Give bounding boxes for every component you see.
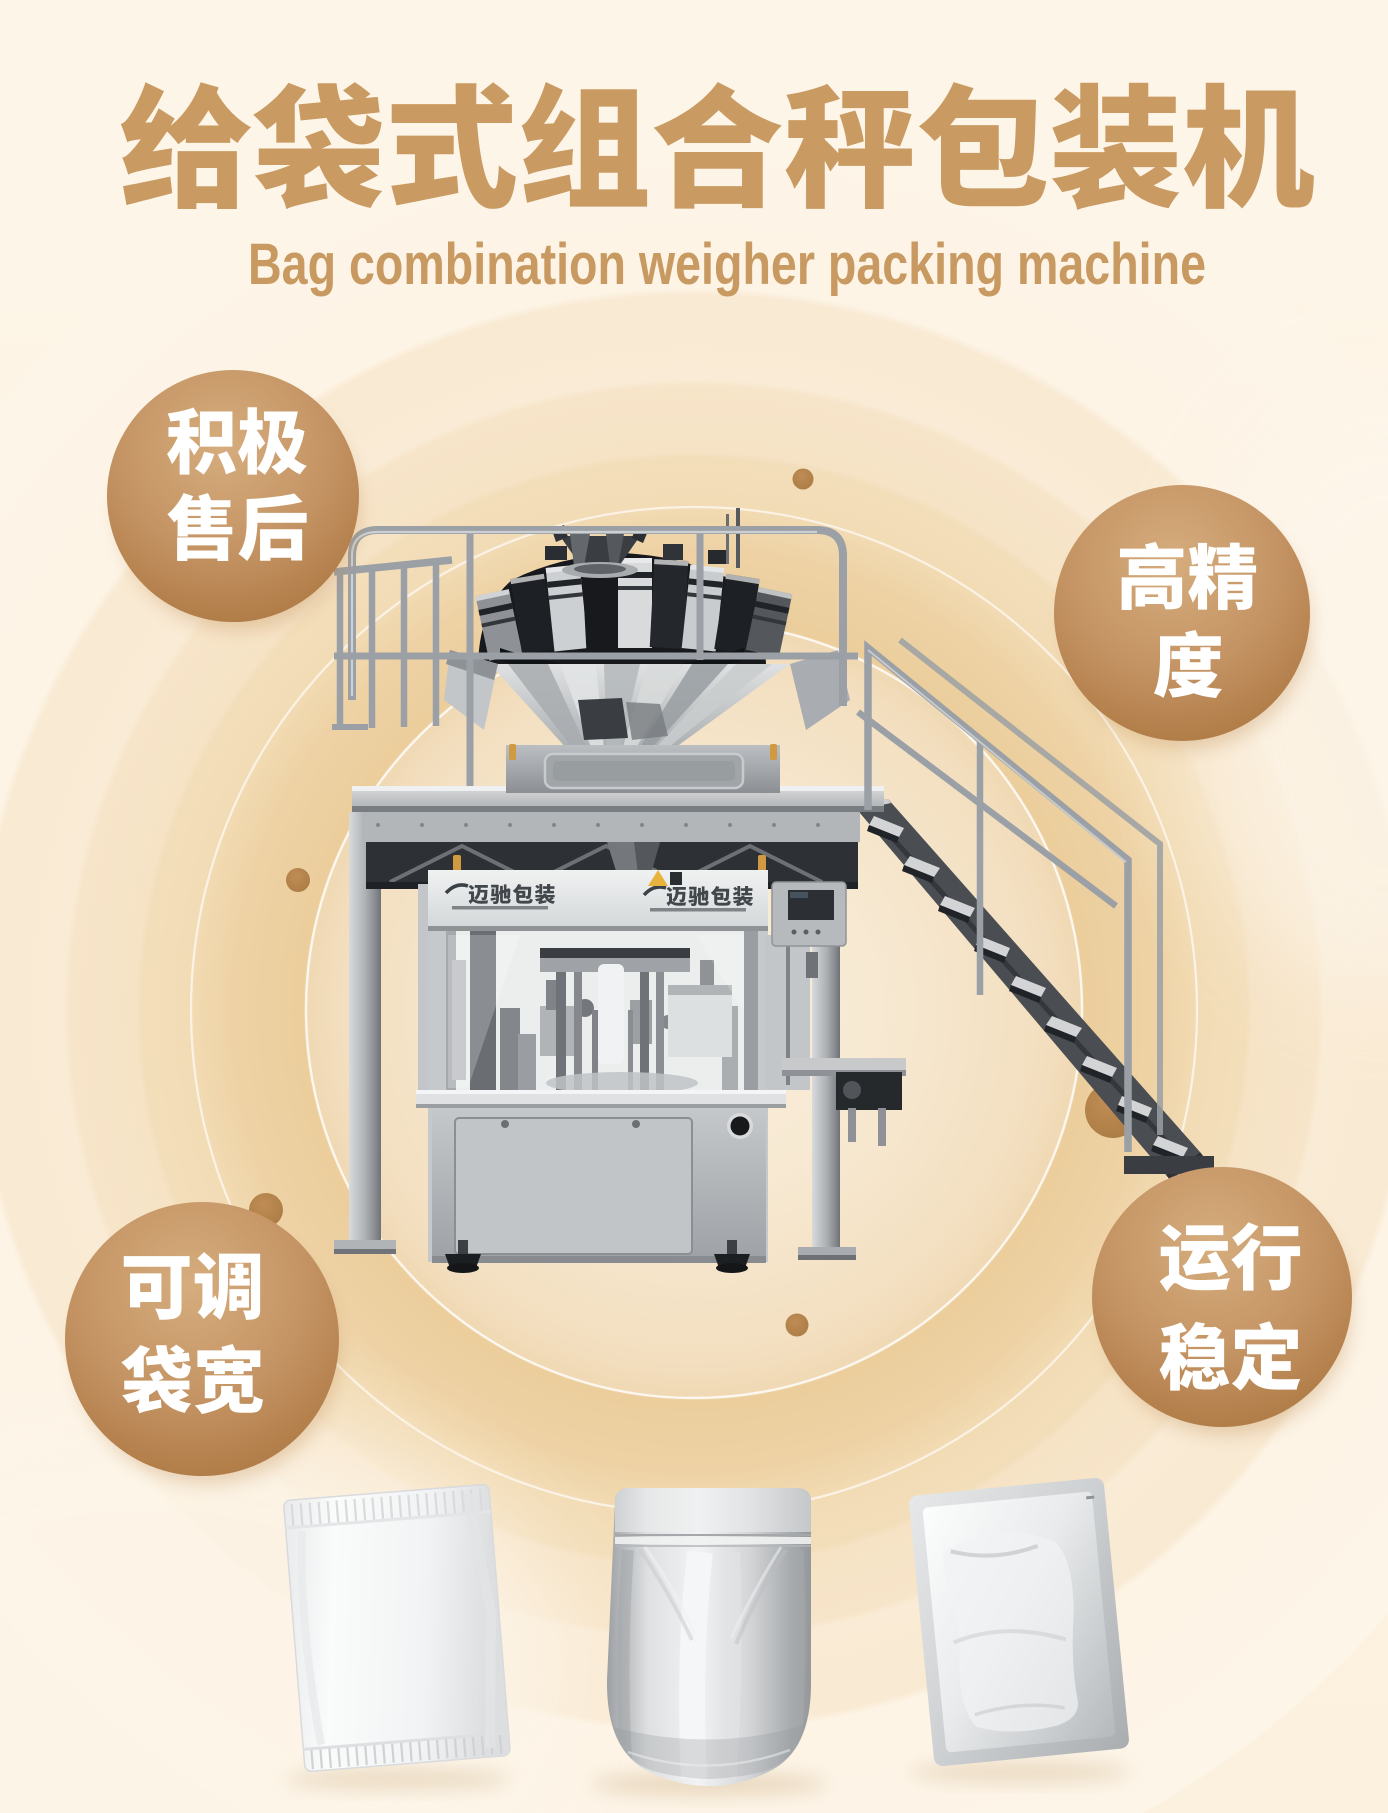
svg-text:Bag combination weigher packin: Bag combination weigher packing machine: [248, 232, 1206, 297]
